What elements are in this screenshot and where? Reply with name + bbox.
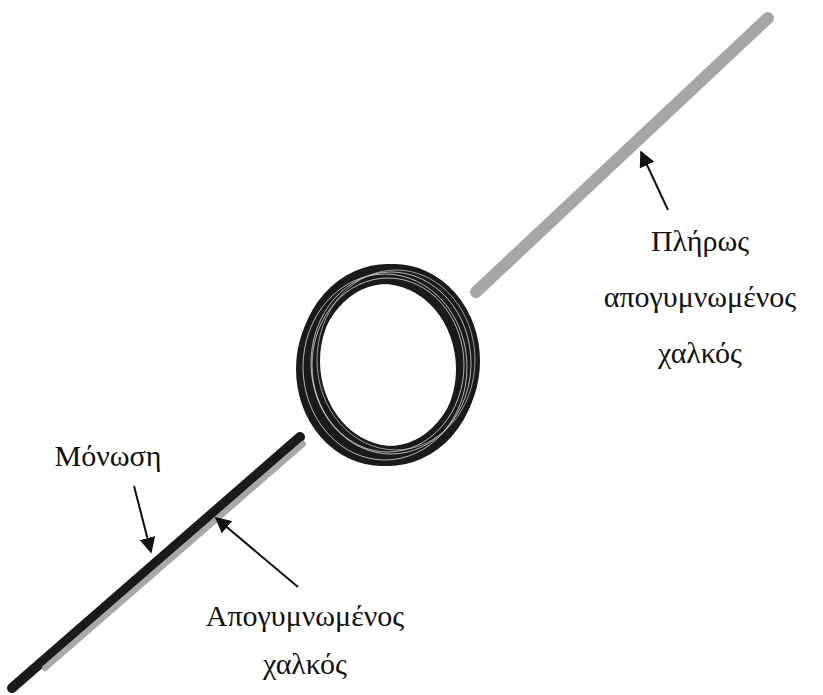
insulation <box>12 437 300 688</box>
stripped-copper <box>45 444 303 668</box>
part-label: Απογυμνωμένος χαλκός <box>206 592 404 688</box>
leader-arrow <box>134 486 151 552</box>
leader-arrow <box>216 518 298 587</box>
part-label: Μόνωση <box>55 432 162 480</box>
leader-arrow <box>641 152 668 210</box>
part-label: Πλήρως απογυμνωμένος χαλκός <box>604 213 797 381</box>
coil <box>302 270 475 460</box>
